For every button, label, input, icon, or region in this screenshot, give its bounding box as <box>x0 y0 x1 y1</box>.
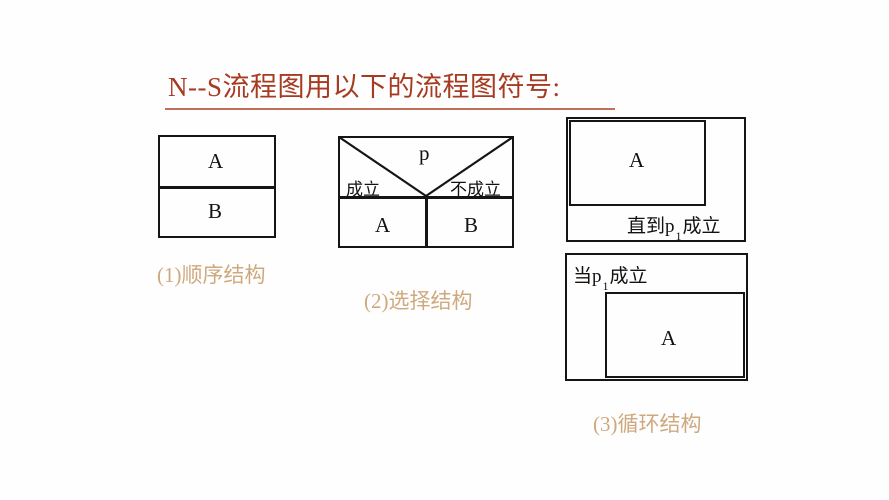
while-loop-condition-prefix: 当p <box>573 266 602 287</box>
selection-true-label: 成立 <box>346 180 380 199</box>
selection-structure-caption: (2)选择结构 <box>364 289 473 313</box>
until-loop-body-label: A <box>629 148 645 172</box>
loop-structure-caption: (3)循环结构 <box>593 412 702 436</box>
selection-vertical-divider <box>425 196 428 248</box>
selection-condition-label: p <box>419 141 430 165</box>
sequence-structure-caption: (1)顺序结构 <box>157 263 266 287</box>
sequence-cell-b-label: B <box>208 199 223 223</box>
while-loop-condition-suffix: 成立 <box>609 266 648 287</box>
selection-true-branch-label: A <box>375 213 391 237</box>
while-loop-body-box <box>605 292 745 378</box>
selection-false-label: 不成立 <box>450 180 501 199</box>
until-loop-condition-text: 直到p1成立 <box>627 211 721 243</box>
while-loop-condition-text: 当p1成立 <box>573 261 648 293</box>
until-loop-condition-subscript: 1 <box>675 228 682 243</box>
while-loop-body-label: A <box>661 326 677 350</box>
until-loop-body-box <box>569 120 706 206</box>
until-loop-condition-suffix: 成立 <box>682 216 721 237</box>
until-loop-outer-frame <box>566 117 746 242</box>
while-loop-condition-subscript: 1 <box>602 278 609 293</box>
until-loop-condition-prefix: 直到p <box>627 216 675 237</box>
title-underline <box>165 108 615 110</box>
selection-false-branch-label: B <box>464 213 479 237</box>
while-loop-outer-frame <box>565 253 748 381</box>
page-title: N--S流程图用以下的流程图符号: <box>168 72 561 102</box>
sequence-divider <box>158 186 276 189</box>
sequence-cell-a-label: A <box>208 149 224 173</box>
